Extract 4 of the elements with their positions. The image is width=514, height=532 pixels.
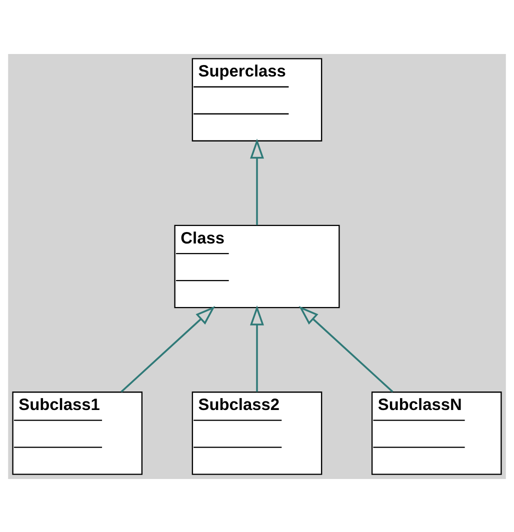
arrow: [298, 305, 394, 392]
arrow: [250, 304, 264, 392]
arrow: [120, 305, 216, 392]
arrow: [250, 138, 264, 225]
